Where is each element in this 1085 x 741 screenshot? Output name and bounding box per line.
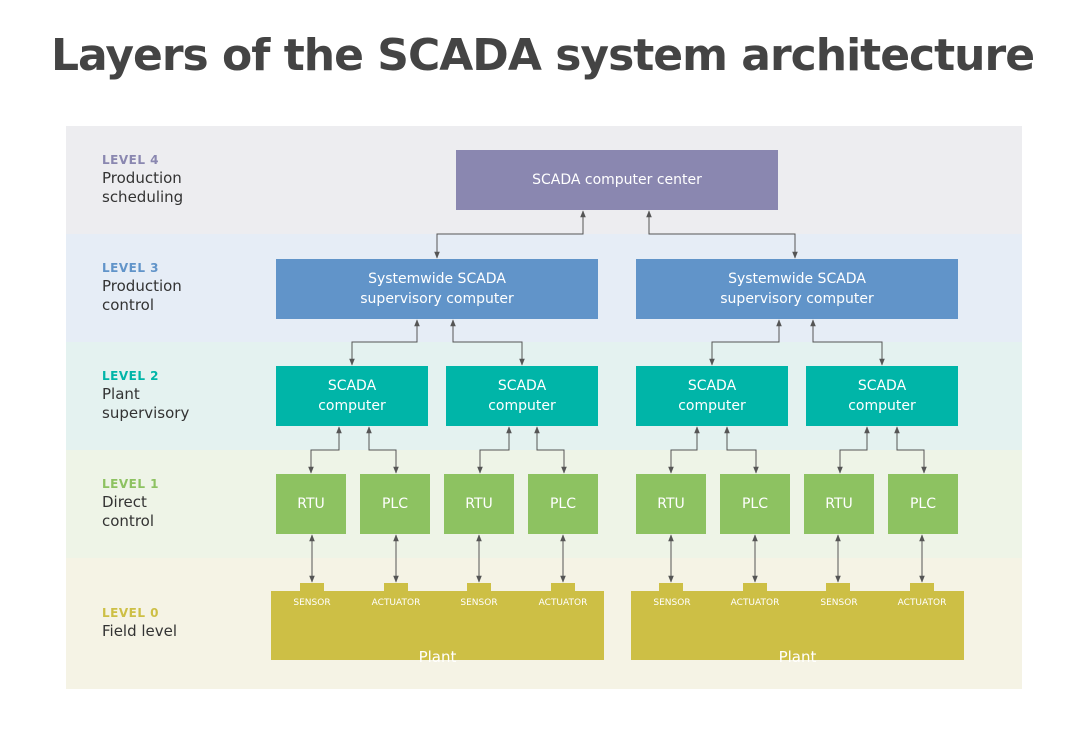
arrow-scada-3-to-rtu-3 (668, 426, 700, 474)
rtu-label-4: RTU (825, 496, 853, 512)
scada-computer-center-box: SCADA computer center (456, 150, 778, 210)
scada-computer-4-line-2: computer (848, 398, 916, 414)
plc-box-3: PLC (720, 474, 790, 534)
scada-computer-3-line-1: SCADA (687, 378, 737, 394)
arrow-center-to-supervisory-2 (646, 210, 798, 259)
actuator-label-4: ACTUATOR (897, 598, 947, 608)
level-0-name: Field level (102, 622, 178, 640)
plant-label-1: Plant (418, 648, 457, 666)
actuator-connector-3 (743, 583, 767, 591)
plc-box-4: PLC (888, 474, 958, 534)
actuator-label-2: ACTUATOR (538, 598, 588, 608)
arrow-center-to-supervisory-1 (434, 210, 586, 259)
level-3-name-line-1: Production (102, 277, 182, 295)
arrow-scada-3-to-plc-3 (724, 426, 759, 474)
plc-box-1: PLC (360, 474, 430, 534)
sensor-label-1: SENSOR (293, 598, 331, 608)
arrow-scada-4-to-plc-4 (894, 426, 927, 474)
level-0-label: LEVEL 0 Field level (102, 604, 177, 641)
sensor-connector-2 (467, 583, 491, 591)
scada-computer-2-line-1: SCADA (497, 378, 547, 394)
rtu-box-4: RTU (804, 474, 874, 534)
actuator-connector-2 (551, 583, 575, 591)
page-title: Layers of the SCADA system architecture (50, 30, 1035, 81)
level-1-name-line-1: Direct (102, 493, 147, 511)
plc-box-2: PLC (528, 474, 598, 534)
plc-label-4: PLC (909, 496, 937, 512)
arrow-scada-1-to-rtu-1 (308, 426, 342, 474)
sensor-connector-3 (659, 583, 683, 591)
scada-computer-4-line-1: SCADA (857, 378, 907, 394)
scada-computer-box-4: SCADA computer (806, 366, 958, 426)
level-1-label: LEVEL 1 Direct control (102, 475, 159, 531)
actuator-label-1: ACTUATOR (371, 598, 421, 608)
scada-computer-2-line-2: computer (488, 398, 556, 414)
sensor-label-3: SENSOR (653, 598, 691, 608)
arrow-scada-4-to-rtu-4 (837, 426, 870, 474)
scada-computer-3-line-2: computer (678, 398, 746, 414)
level-1-tag: LEVEL 1 (102, 477, 160, 491)
rtu-label-1: RTU (297, 496, 325, 512)
plant-box-2: SENSOR ACTUATOR SENSOR ACTUATOR Plant (631, 591, 964, 666)
plc-label-1: PLC (381, 496, 409, 512)
level-4-tag: LEVEL 4 (102, 153, 160, 167)
supervisory-computer-box-2: Systemwide SCADA supervisory computer (636, 259, 958, 319)
sensor-label-4: SENSOR (820, 598, 858, 608)
supervisory-computer-box-1: Systemwide SCADA supervisory computer (276, 259, 598, 319)
scada-computer-1-line-1: SCADA (327, 378, 377, 394)
scada-computer-box-1: SCADA computer (276, 366, 428, 426)
arrow-supervisory-2-to-scada-4 (810, 319, 885, 366)
level-0-tag: LEVEL 0 (102, 606, 160, 620)
scada-computer-box-2: SCADA computer (446, 366, 598, 426)
plant-label-2: Plant (778, 648, 817, 666)
rtu-label-2: RTU (465, 496, 493, 512)
arrow-scada-1-to-plc-1 (366, 426, 399, 474)
level-4-label: LEVEL 4 Production scheduling (102, 151, 183, 207)
scada-computer-1-line-2: computer (318, 398, 386, 414)
level-2-name-line-1: Plant (102, 385, 140, 403)
plant-box-1: SENSOR ACTUATOR SENSOR ACTUATOR Plant (271, 591, 604, 666)
plc-label-3: PLC (741, 496, 769, 512)
level-4-name-line-2: scheduling (102, 188, 184, 206)
arrow-supervisory-2-to-scada-3 (709, 319, 782, 366)
supervisory-computer-2-line-1: Systemwide SCADA (728, 271, 866, 287)
rtu-label-3: RTU (657, 496, 685, 512)
supervisory-computer-1-line-1: Systemwide SCADA (368, 271, 506, 287)
scada-computer-center-label: SCADA computer center (532, 172, 702, 188)
supervisory-computer-2-line-2: supervisory computer (720, 291, 874, 307)
sensor-connector-4 (826, 583, 850, 591)
sensor-label-2: SENSOR (460, 598, 498, 608)
arrow-scada-2-to-plc-2 (534, 426, 567, 474)
scada-computer-box-3: SCADA computer (636, 366, 788, 426)
rtu-box-3: RTU (636, 474, 706, 534)
rtu-box-1: RTU (276, 474, 346, 534)
arrow-supervisory-1-to-scada-1 (349, 319, 420, 366)
plc-label-2: PLC (549, 496, 577, 512)
level-3-name-line-2: control (102, 296, 154, 314)
level-4-name-line-1: Production (102, 169, 182, 187)
actuator-label-3: ACTUATOR (730, 598, 780, 608)
sensor-connector-1 (300, 583, 324, 591)
rtu-box-2: RTU (444, 474, 514, 534)
supervisory-computer-1-line-2: supervisory computer (360, 291, 514, 307)
level-2-label: LEVEL 2 Plant supervisory (102, 367, 189, 423)
level-2-name-line-2: supervisory (102, 404, 190, 422)
actuator-connector-1 (384, 583, 408, 591)
level-1-name-line-2: control (102, 512, 154, 530)
actuator-connector-4 (910, 583, 934, 591)
level-2-tag: LEVEL 2 (102, 369, 160, 383)
arrow-supervisory-1-to-scada-2 (450, 319, 525, 366)
level-3-label: LEVEL 3 Production control (102, 259, 182, 315)
arrow-scada-2-to-rtu-2 (477, 426, 512, 474)
level-3-tag: LEVEL 3 (102, 261, 160, 275)
